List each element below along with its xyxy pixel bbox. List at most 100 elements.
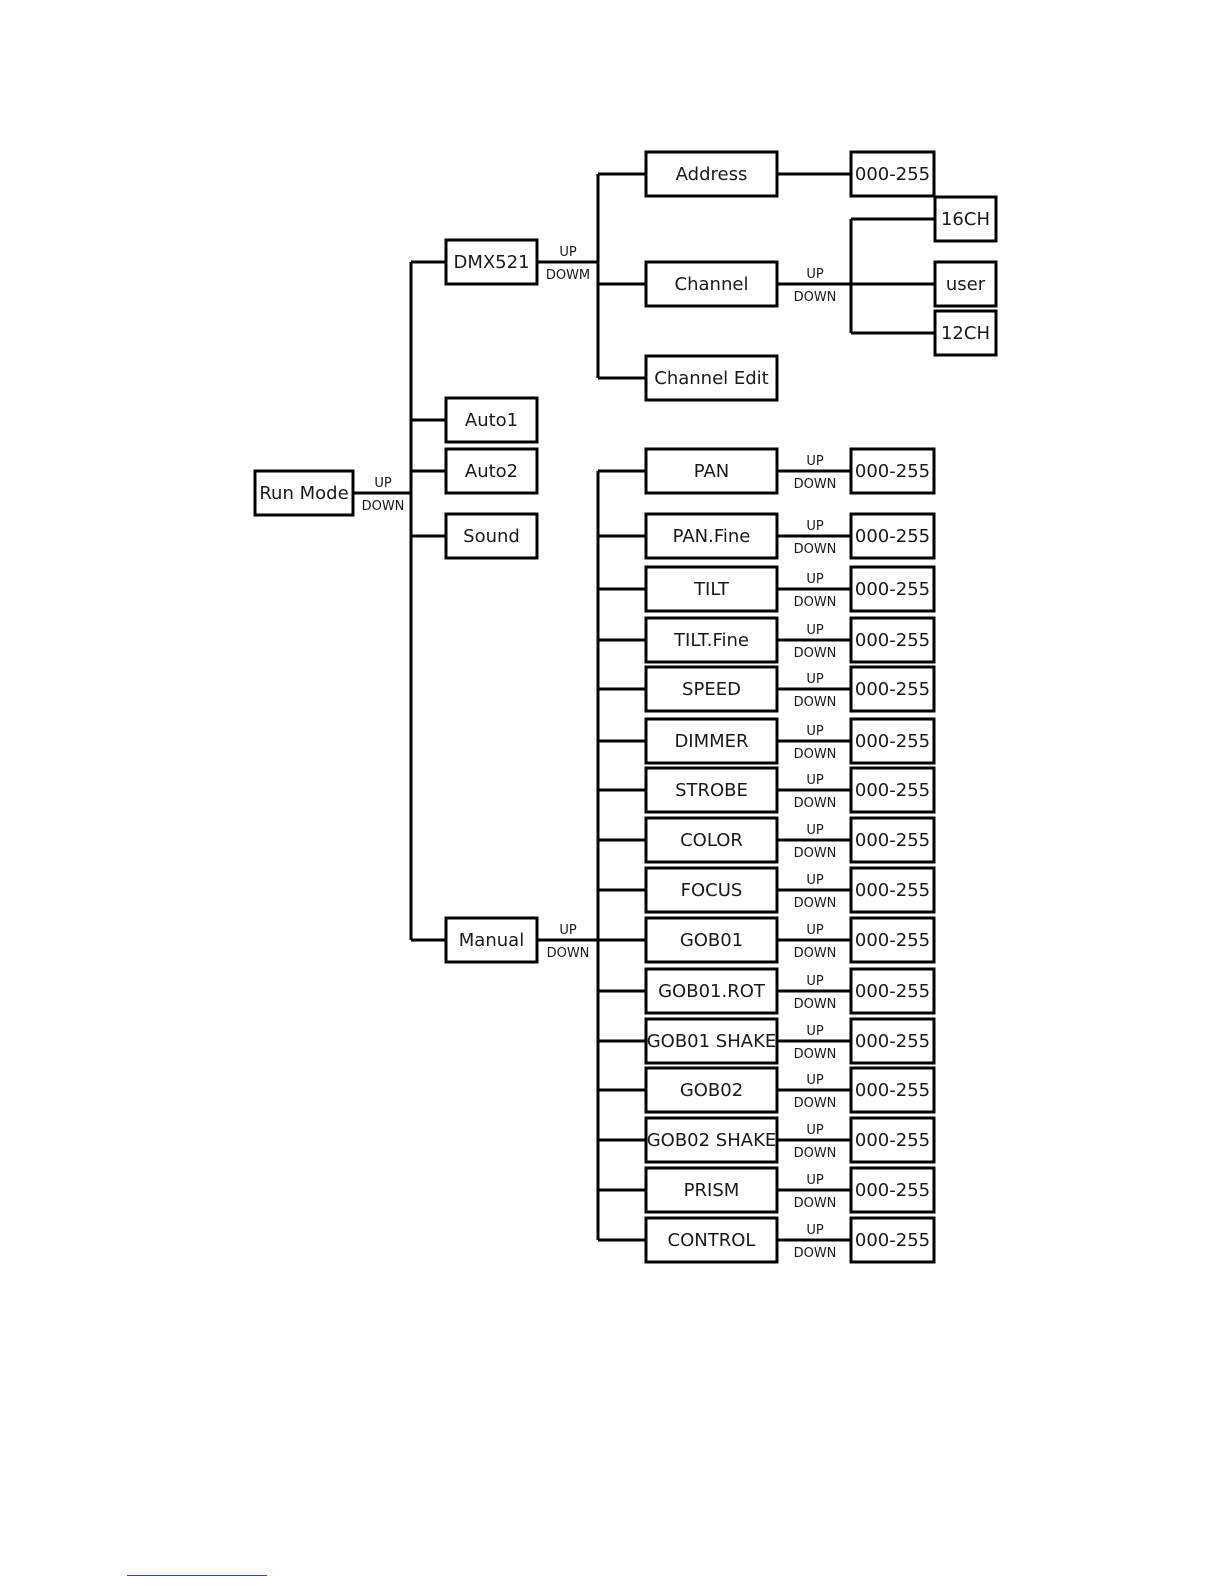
manual-item-2-down-label: DOWN (794, 595, 837, 610)
manual-box-frame (444, 916, 539, 964)
manual-item-4-up-label: UP (806, 672, 824, 687)
manual-item-9-down-label: DOWN (794, 946, 837, 961)
manual-item-5-up-label: UP (806, 724, 824, 739)
range-box-frame (849, 717, 936, 765)
address-box-label: Address (676, 164, 748, 185)
param-box: TILT.Fine (644, 616, 779, 664)
range-box-frame (849, 1017, 936, 1065)
dmx-box-label: DMX521 (453, 252, 529, 273)
range-box-frame (849, 1166, 936, 1214)
range-box: 000-255 (849, 447, 936, 495)
param-box: PRISM (644, 1166, 779, 1214)
sound-box-frame (444, 512, 539, 560)
range-box-label: 000-255 (855, 579, 930, 600)
manual-item-11-down-label: DOWN (794, 1047, 837, 1062)
range-box-label: 000-255 (855, 1230, 930, 1251)
range-box-frame (849, 766, 936, 814)
range-box: 000-255 (849, 766, 936, 814)
manual-item-14-up-label: UP (806, 1173, 824, 1188)
range-box-label: 000-255 (855, 880, 930, 901)
param-box: GOB02 SHAKE (644, 1116, 779, 1164)
range-box: 000-255 (849, 916, 936, 964)
param-box-frame (644, 916, 779, 964)
range-box-label: 000-255 (855, 830, 930, 851)
param-box-frame (644, 1166, 779, 1214)
address-box: Address (644, 150, 779, 198)
auto2-box: Auto2 (444, 447, 539, 495)
connector-lines (353, 172, 935, 1242)
ch16-box-label: 16CH (941, 209, 990, 230)
param-box-frame (644, 1017, 779, 1065)
manual-item-5-down-label: DOWN (794, 747, 837, 762)
param-box-label: PAN.Fine (673, 526, 751, 547)
manual-item-8-down-label: DOWN (794, 896, 837, 911)
run-mode-box: Run Mode (253, 469, 355, 517)
manual-item-6-down-label: DOWN (794, 796, 837, 811)
manual-box: Manual (444, 916, 539, 964)
param-box-label: GOB02 SHAKE (647, 1130, 777, 1151)
range-box-label: 000-255 (855, 526, 930, 547)
manual-item-11-up-label: UP (806, 1024, 824, 1039)
range-box: 000-255 (849, 616, 936, 664)
param-box: PAN.Fine (644, 512, 779, 560)
range-box-frame (849, 1116, 936, 1164)
run-mode-down-label: DOWN (362, 499, 405, 514)
range-box-frame (849, 565, 936, 613)
manual-item-1-down-label: DOWN (794, 542, 837, 557)
auto1-box-frame (444, 396, 539, 444)
range-box-label: 000-255 (855, 1031, 930, 1052)
range-box-label: 000-255 (855, 1180, 930, 1201)
manual-item-3-up-label: UP (806, 623, 824, 638)
param-box-label: CONTROL (668, 1230, 756, 1251)
ch12-box-label: 12CH (941, 323, 990, 344)
dmx-box-frame (444, 238, 539, 286)
range-box: 000-255 (849, 866, 936, 914)
param-box: SPEED (644, 665, 779, 713)
range-box: 000-255 (849, 565, 936, 613)
param-box: CONTROL (644, 1216, 779, 1264)
channel-edit-box-frame (644, 354, 779, 402)
channel-edit-box: Channel Edit (644, 354, 779, 402)
param-box: PAN (644, 447, 779, 495)
range-box: 000-255 (849, 1017, 936, 1065)
param-box-frame (644, 665, 779, 713)
range-box-label: 000-255 (855, 981, 930, 1002)
manual-item-15-up-label: UP (806, 1223, 824, 1238)
channel-edit-box-label: Channel Edit (654, 368, 768, 389)
range-box-frame (849, 1066, 936, 1114)
param-box-frame (644, 967, 779, 1015)
manual-item-0-down-label: DOWN (794, 477, 837, 492)
sound-box-label: Sound (463, 526, 520, 547)
manual-item-9-up-label: UP (806, 923, 824, 938)
channel-up-label: UP (806, 267, 824, 282)
auto1-box: Auto1 (444, 396, 539, 444)
range-box: 000-255 (849, 1216, 936, 1264)
range-box-frame (849, 1216, 936, 1264)
param-box: GOB02 (644, 1066, 779, 1114)
ch12-box: 12CH (933, 309, 998, 357)
manual-item-6-up-label: UP (806, 773, 824, 788)
range-box-frame (849, 447, 936, 495)
param-box-label: PAN (694, 461, 729, 482)
address-range-box: 000-255 (849, 150, 936, 198)
auto2-box-label: Auto2 (465, 461, 518, 482)
param-box-label: TILT.Fine (673, 630, 749, 651)
range-box-label: 000-255 (855, 731, 930, 752)
manual-item-13-up-label: UP (806, 1123, 824, 1138)
dmx-box: DMX521 (444, 238, 539, 286)
range-box: 000-255 (849, 816, 936, 864)
manual-item-14-down-label: DOWN (794, 1196, 837, 1211)
user-box-label: user (946, 274, 986, 295)
range-box-frame (849, 616, 936, 664)
ch16-box: 16CH (933, 195, 998, 243)
param-box-frame (644, 1116, 779, 1164)
range-box: 000-255 (849, 1166, 936, 1214)
range-box-label: 000-255 (855, 1130, 930, 1151)
channel-box: Channel (644, 260, 779, 308)
range-box-frame (849, 866, 936, 914)
param-box: FOCUS (644, 866, 779, 914)
manual-item-12-down-label: DOWN (794, 1096, 837, 1111)
range-box: 000-255 (849, 1066, 936, 1114)
